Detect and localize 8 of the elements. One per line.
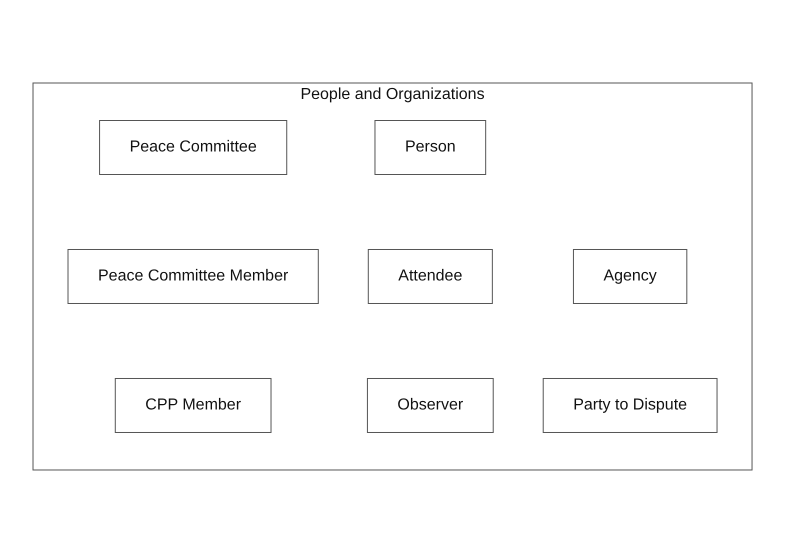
node-box: Observer [367,378,494,433]
node-box: Agency [573,249,688,304]
node-box: Attendee [368,249,494,304]
node-box: Peace Committee [100,120,288,175]
node-box: Peace Committee Member [68,249,320,304]
node-box: Party to Dispute [543,378,718,433]
node-box: Person [374,120,487,175]
node-box: CPP Member [115,378,272,433]
